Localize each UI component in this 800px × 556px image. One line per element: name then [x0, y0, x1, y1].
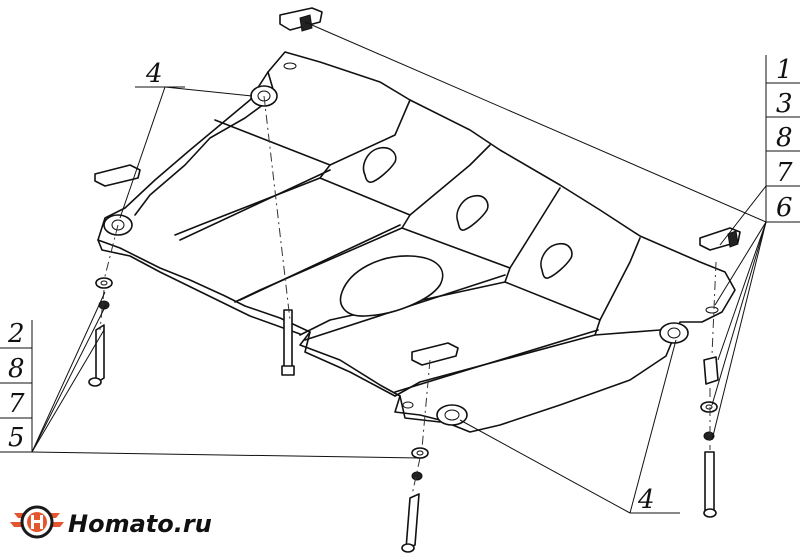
- clip-bracket-center: [411, 342, 459, 366]
- callout-label: 5: [8, 423, 25, 453]
- fastener-stack-right: [700, 356, 719, 518]
- mount-hole-front-right: [659, 322, 689, 344]
- callout-stack-bottom-left: 2 8 7 5: [7, 319, 25, 453]
- bolt-center-rear: [281, 309, 295, 376]
- callout-label: 8: [8, 354, 25, 384]
- callout-bottom-center: 4: [637, 485, 655, 515]
- leader-lines: [0, 21, 800, 514]
- homato-logo: Homato.ru: [10, 505, 212, 539]
- callout-label: 1: [776, 55, 793, 85]
- logo-emblem-icon: [10, 505, 64, 539]
- clip-bracket-top: [279, 7, 323, 32]
- callout-label: 8: [776, 123, 793, 153]
- clip-bracket-right: [699, 227, 741, 251]
- callout-label: 6: [776, 193, 793, 223]
- logo-text: Homato.ru: [68, 510, 212, 538]
- callout-label: 7: [8, 389, 25, 419]
- callout-label: 7: [776, 158, 793, 188]
- mount-hole-front-center: [436, 404, 468, 426]
- callout-label: 3: [776, 89, 793, 119]
- clip-bracket-left: [94, 164, 141, 187]
- callout-label: 2: [7, 319, 25, 349]
- skid-plate: [97, 51, 736, 433]
- callout-upper-left: 4: [145, 59, 163, 89]
- callout-stack-top-right: 1 3 8 7 6: [776, 55, 793, 223]
- fastener-stack-bottom: [401, 447, 429, 553]
